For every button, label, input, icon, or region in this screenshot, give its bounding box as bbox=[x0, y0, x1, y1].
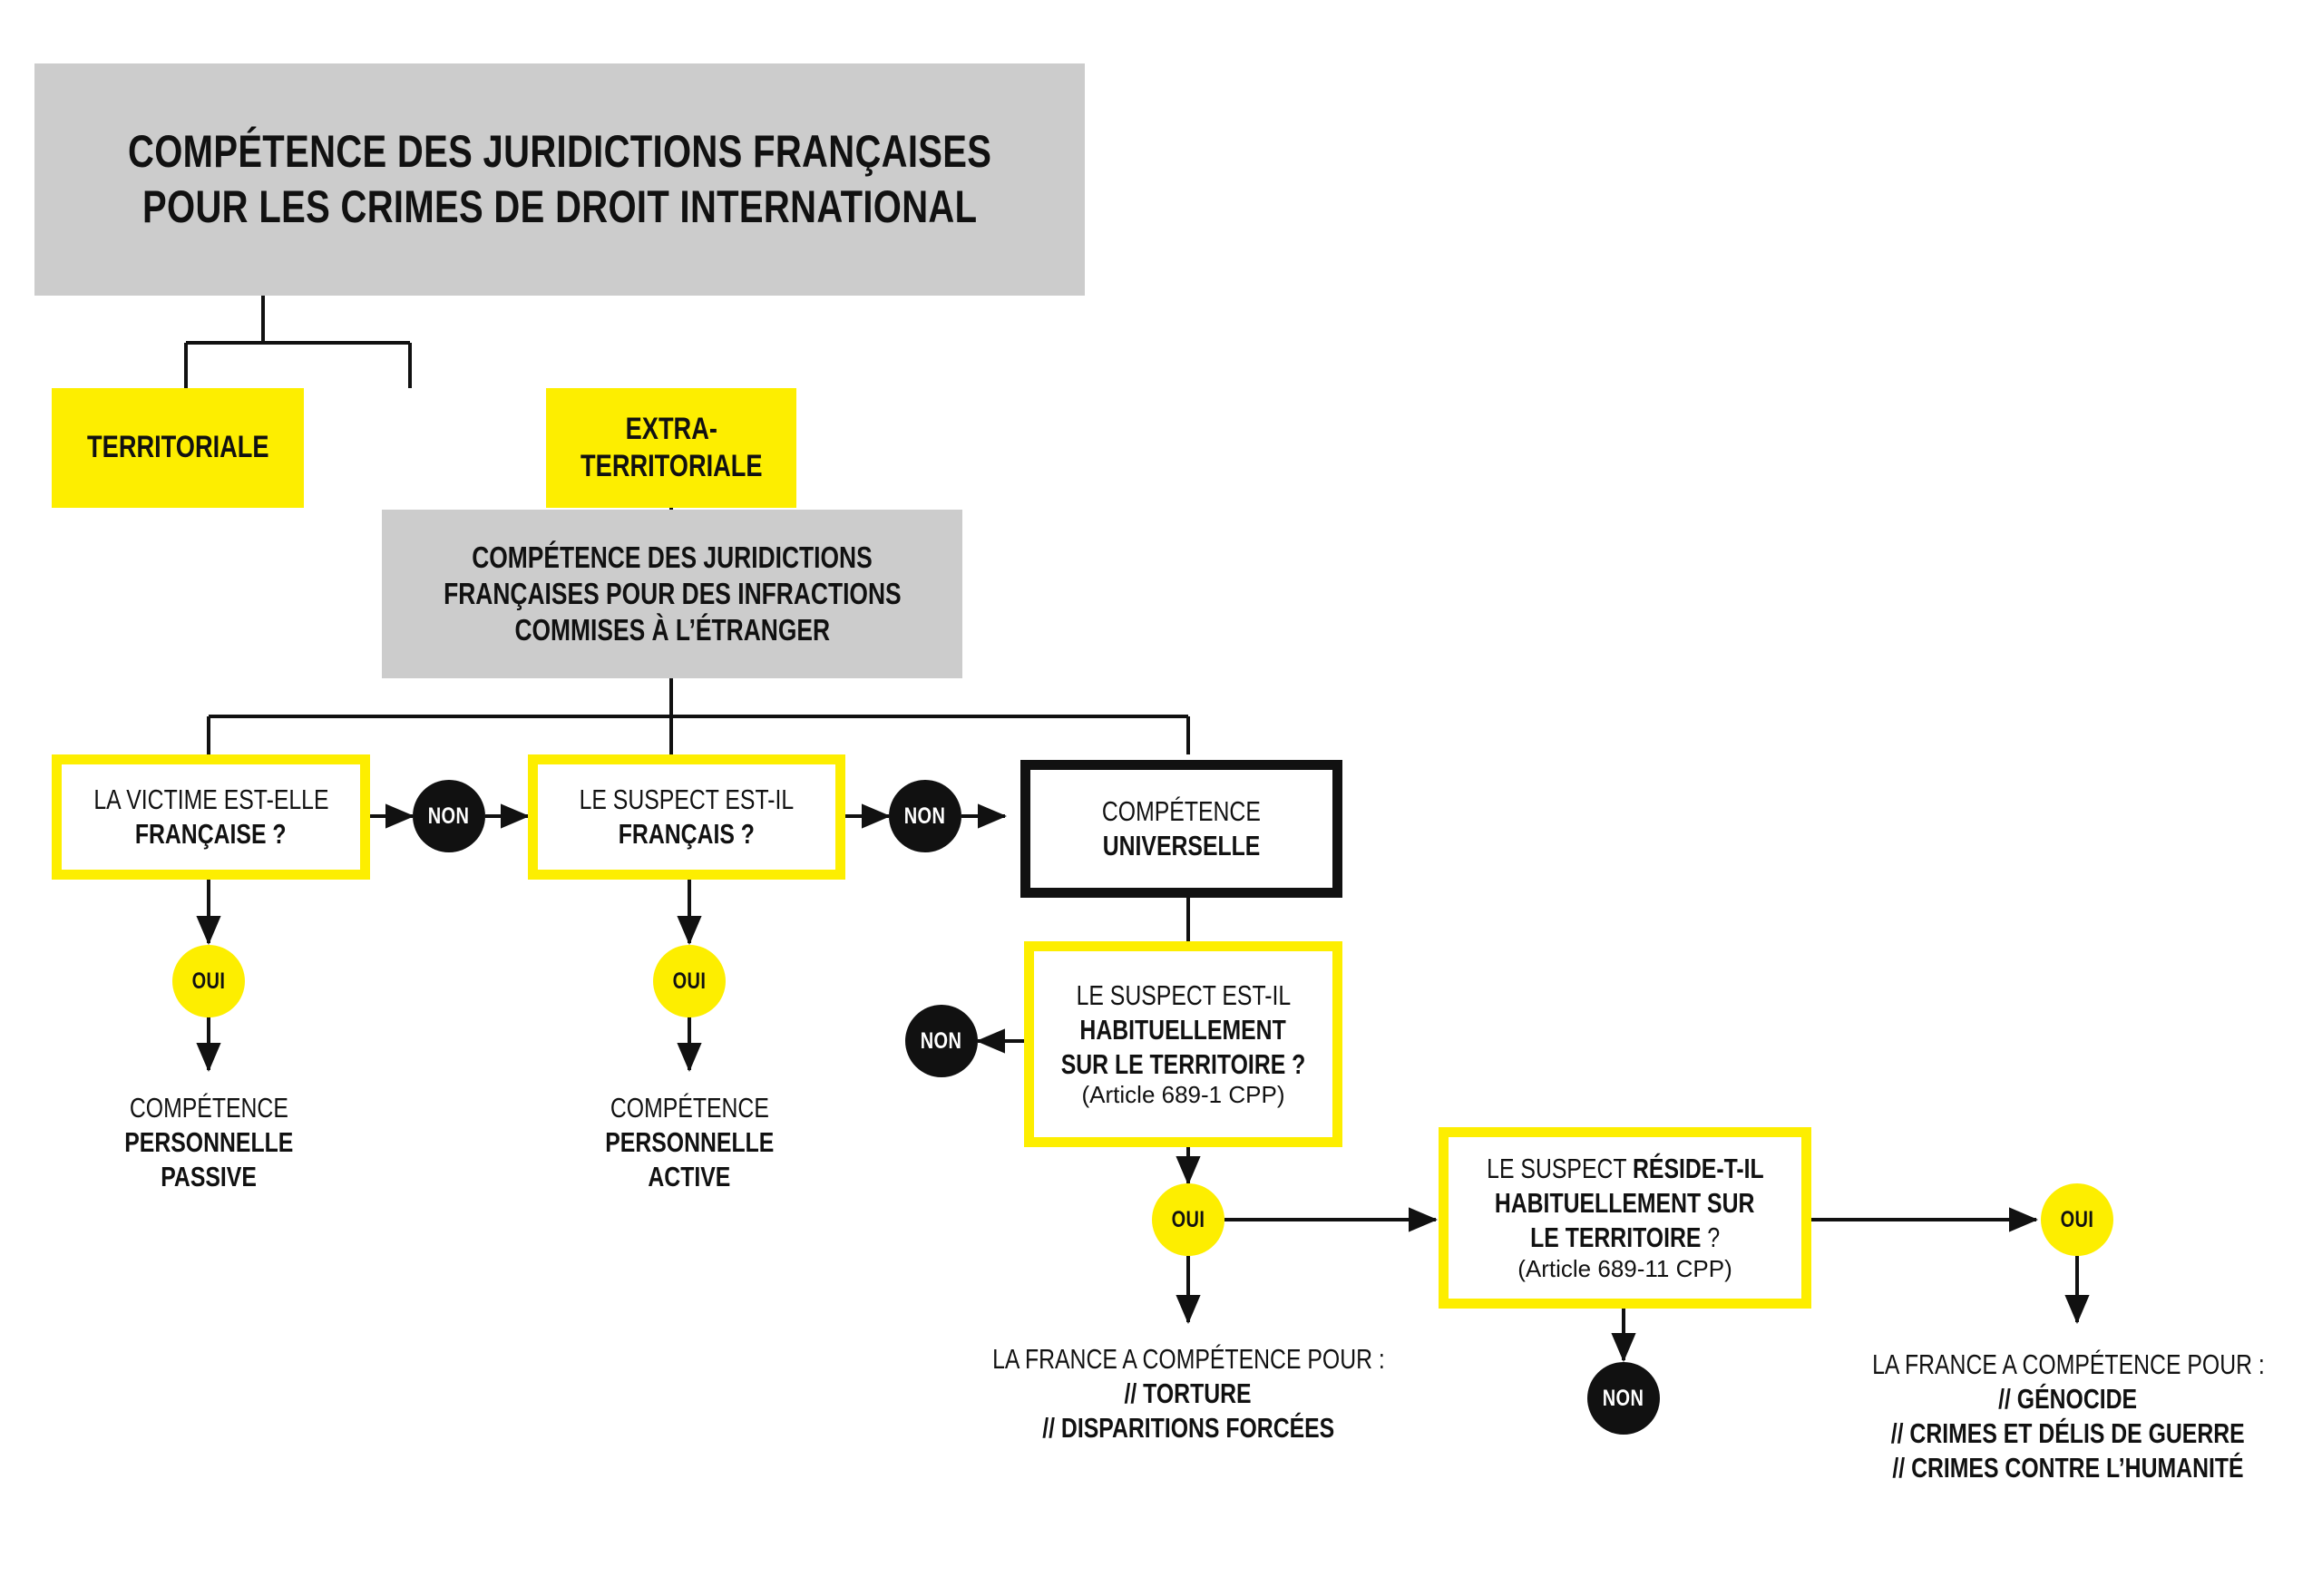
badge-oui-suspect-label: OUI bbox=[672, 968, 707, 994]
territoriale-label: TERRITORIALE bbox=[86, 430, 269, 465]
res-torture-line-2: // TORTURE bbox=[1124, 1377, 1253, 1410]
res-passive-line-2: PERSONNELLE bbox=[123, 1126, 294, 1159]
q-reside-line-3-suffix: ? bbox=[1701, 1221, 1720, 1254]
q-reside-line-1-prefix: LE SUSPECT bbox=[1486, 1153, 1633, 1185]
res-active-line-3: ACTIVE bbox=[648, 1160, 731, 1192]
node-competence-universelle[interactable]: COMPÉTENCE UNIVERSELLE bbox=[1020, 760, 1342, 898]
q-reside-line-1: LE SUSPECT RÉSIDE-T-IL bbox=[1487, 1152, 1763, 1186]
universelle-line-2: UNIVERSELLE bbox=[1102, 830, 1261, 861]
question-suspect-francais[interactable]: LE SUSPECT EST-IL FRANÇAIS ? bbox=[528, 754, 845, 880]
result-competence-personnelle-active: COMPÉTENCE PERSONNELLE ACTIVE bbox=[535, 1075, 844, 1211]
q-suspect-line-1: LE SUSPECT EST-IL bbox=[579, 783, 795, 816]
result-genocide-crimes: LA FRANCE A COMPÉTENCE POUR : // GÉNOCID… bbox=[1814, 1326, 2322, 1507]
title-line-2: POUR LES CRIMES DE DROIT INTERNATIONAL bbox=[141, 181, 978, 232]
badge-non-habituel-label: NON bbox=[921, 1027, 962, 1054]
badge-non-habituel: NON bbox=[905, 1005, 978, 1077]
res-torture-line-3: // DISPARITIONS FORCÉES bbox=[1041, 1411, 1334, 1444]
badge-oui-suspect: OUI bbox=[653, 945, 726, 1017]
res-passive-line-3: PASSIVE bbox=[161, 1160, 257, 1192]
q-reside-article-note: (Article 689-11 CPP) bbox=[1517, 1254, 1732, 1282]
badge-non-reside-label: NON bbox=[1603, 1385, 1644, 1411]
res-torture-line-1: LA FRANCE A COMPÉTENCE POUR : bbox=[991, 1343, 1385, 1376]
q-reside-line-3-emph: LE TERRITOIRE bbox=[1529, 1221, 1702, 1254]
q-suspect-line-2: FRANÇAIS ? bbox=[618, 818, 756, 850]
extra-territoriale-line-2: TERRITORIALE bbox=[580, 449, 763, 483]
question-suspect-habituellement[interactable]: LE SUSPECT EST-IL HABITUELLEMENT SUR LE … bbox=[1024, 941, 1342, 1147]
q-victime-line-1: LA VICTIME EST-ELLE bbox=[93, 783, 329, 816]
q-habituel-line-1: LE SUSPECT EST-IL bbox=[1076, 978, 1291, 1011]
q-habituel-article-note: (Article 689-1 CPP) bbox=[1081, 1081, 1285, 1109]
res-genocide-line-2: // GÉNOCIDE bbox=[1998, 1383, 2138, 1416]
question-suspect-reside[interactable]: LE SUSPECT RÉSIDE-T-IL HABITUELLEMENT SU… bbox=[1439, 1127, 1811, 1309]
universelle-line-1: COMPÉTENCE bbox=[1102, 795, 1261, 828]
q-reside-line-1-emph: RÉSIDE-T-IL bbox=[1632, 1153, 1764, 1185]
res-genocide-line-4: // CRIMES CONTRE L’HUMANITÉ bbox=[1892, 1451, 2244, 1484]
result-competence-personnelle-passive: COMPÉTENCE PERSONNELLE PASSIVE bbox=[54, 1075, 363, 1211]
res-active-line-2: PERSONNELLE bbox=[604, 1126, 775, 1159]
diagram-title: COMPÉTENCE DES JURIDICTIONS FRANÇAISES P… bbox=[34, 63, 1085, 296]
node-infractions-etranger: COMPÉTENCE DES JURIDICTIONS FRANÇAISES P… bbox=[382, 510, 962, 678]
badge-oui-victime: OUI bbox=[172, 945, 245, 1017]
q-reside-line-3: LE TERRITOIRE ? bbox=[1530, 1221, 1720, 1255]
badge-non-victime: NON bbox=[413, 780, 485, 852]
badge-oui-victime-label: OUI bbox=[191, 968, 226, 994]
badge-non-suspect-label: NON bbox=[904, 803, 946, 829]
q-victime-line-2: FRANÇAISE ? bbox=[135, 818, 287, 850]
badge-non-suspect: NON bbox=[889, 780, 961, 852]
extra-territoriale-line-1: EXTRA- bbox=[625, 411, 717, 446]
res-passive-line-1: COMPÉTENCE bbox=[129, 1092, 288, 1124]
badge-oui-reside: OUI bbox=[2041, 1183, 2113, 1256]
q-habituel-line-3: SUR LE TERRITOIRE ? bbox=[1060, 1047, 1306, 1080]
title-line-1: COMPÉTENCE DES JURIDICTIONS FRANÇAISES bbox=[127, 126, 992, 177]
q-reside-line-2: HABITUELLEMENT SUR bbox=[1495, 1187, 1755, 1220]
q-habituel-line-2: HABITUELLEMENT bbox=[1079, 1013, 1287, 1046]
badge-oui-habituel: OUI bbox=[1152, 1183, 1224, 1256]
question-victime-francaise[interactable]: LA VICTIME EST-ELLE FRANÇAISE ? bbox=[52, 754, 370, 880]
subtitle-line-1: COMPÉTENCE DES JURIDICTIONS bbox=[472, 540, 873, 574]
result-torture-disparitions: LA FRANCE A COMPÉTENCE POUR : // TORTURE… bbox=[934, 1326, 1442, 1462]
subtitle-line-2: FRANÇAISES POUR DES INFRACTIONS bbox=[443, 576, 902, 610]
node-territoriale[interactable]: TERRITORIALE bbox=[52, 388, 304, 508]
res-genocide-line-1: LA FRANCE A COMPÉTENCE POUR : bbox=[1871, 1348, 2265, 1381]
res-active-line-1: COMPÉTENCE bbox=[610, 1092, 769, 1124]
badge-oui-habituel-label: OUI bbox=[1171, 1206, 1205, 1232]
node-extra-territoriale[interactable]: EXTRA- TERRITORIALE bbox=[546, 388, 796, 508]
badge-non-victime-label: NON bbox=[428, 803, 470, 829]
badge-oui-reside-label: OUI bbox=[2060, 1206, 2094, 1232]
subtitle-line-3: COMMISES À L’ÉTRANGER bbox=[514, 613, 830, 647]
res-genocide-line-3: // CRIMES ET DÉLIS DE GUERRE bbox=[1891, 1417, 2245, 1449]
badge-non-reside: NON bbox=[1587, 1362, 1660, 1435]
